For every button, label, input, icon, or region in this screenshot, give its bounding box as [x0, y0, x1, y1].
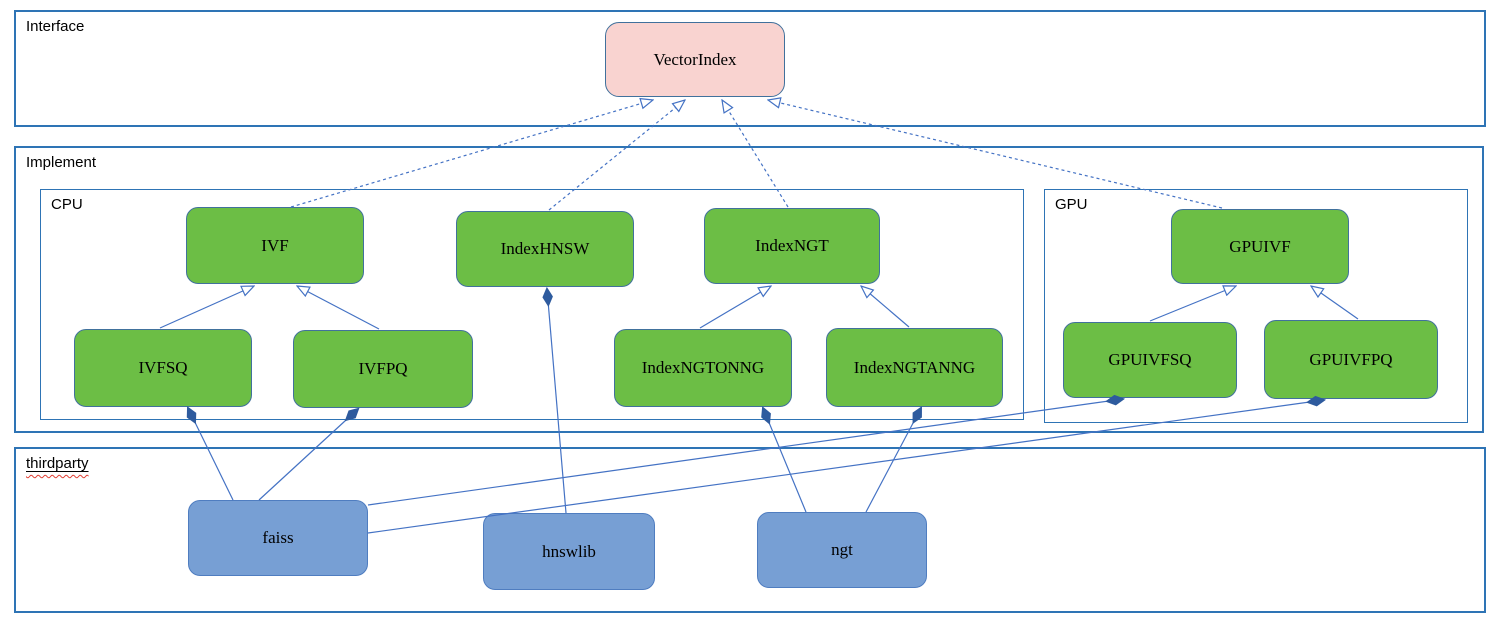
section-cpu-label: CPU	[51, 196, 83, 213]
node-indexngtonng[interactable]: IndexNGTONNG	[614, 329, 792, 407]
node-indexngtanng[interactable]: IndexNGTANNG	[826, 328, 1003, 407]
node-ivfpq[interactable]: IVFPQ	[293, 330, 473, 408]
node-gpuivf[interactable]: GPUIVF	[1171, 209, 1349, 284]
node-ivf-label: IVF	[261, 235, 289, 255]
section-interface-label: Interface	[26, 18, 85, 35]
node-ivfsq-label: IVFSQ	[138, 358, 188, 377]
node-ngt[interactable]: ngt	[757, 512, 927, 588]
node-gpuivfpq-label: GPUIVFPQ	[1309, 349, 1393, 369]
section-thirdparty-label: thirdparty	[26, 455, 89, 472]
section-implement-label: Implement	[26, 154, 97, 171]
node-indexhnsw-label: IndexHNSW	[500, 239, 590, 258]
node-indexhnsw[interactable]: IndexHNSW	[456, 211, 634, 287]
section-thirdparty-label-text: thirdparty	[26, 455, 89, 472]
node-ivfpq-label: IVFPQ	[358, 359, 408, 378]
node-indexngt-label: IndexNGT	[755, 236, 829, 255]
node-ivf[interactable]: IVF	[186, 207, 364, 284]
node-vectorindex[interactable]: VectorIndex	[605, 22, 785, 97]
node-faiss-label: faiss	[262, 528, 294, 547]
node-indexngtanng-label: IndexNGTANNG	[853, 357, 976, 377]
node-ngt-label: ngt	[831, 540, 853, 559]
node-ivfsq[interactable]: IVFSQ	[74, 329, 252, 407]
node-indexngtonng-label: IndexNGTONNG	[641, 358, 765, 377]
node-faiss[interactable]: faiss	[188, 500, 368, 576]
node-gpuivf-label: GPUIVF	[1229, 236, 1291, 256]
node-indexngt[interactable]: IndexNGT	[704, 208, 880, 284]
section-gpu-label: GPU	[1055, 196, 1088, 213]
node-gpuivfsq-label: GPUIVFSQ	[1108, 350, 1192, 369]
node-vectorindex-label: VectorIndex	[653, 49, 737, 69]
node-hnswlib-label: hnswlib	[542, 541, 596, 561]
node-gpuivfpq[interactable]: GPUIVFPQ	[1264, 320, 1438, 399]
node-gpuivfsq[interactable]: GPUIVFSQ	[1063, 322, 1237, 398]
node-hnswlib[interactable]: hnswlib	[483, 513, 655, 590]
